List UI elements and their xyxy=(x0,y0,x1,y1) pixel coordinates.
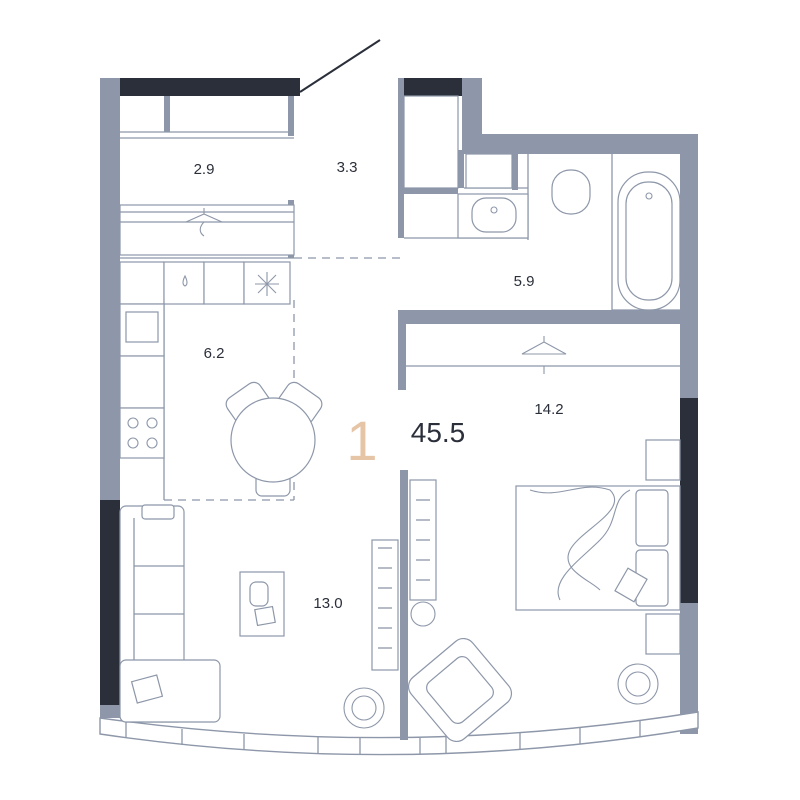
window-left xyxy=(100,500,120,705)
water-drop-icon xyxy=(182,274,188,287)
room-area-kitchen: 6.2 xyxy=(204,345,225,362)
interior-walls xyxy=(119,78,680,740)
tv-stand xyxy=(371,539,399,671)
room-count: 1 xyxy=(346,409,377,472)
armchair xyxy=(407,637,513,743)
curved-facade xyxy=(99,711,699,756)
room-area-storage: 2.9 xyxy=(194,161,215,178)
bookshelf xyxy=(409,479,437,627)
cooktop xyxy=(119,407,165,459)
room-area-hallway: 3.3 xyxy=(337,159,358,176)
room-area-bathroom: 5.9 xyxy=(514,273,535,290)
room-area-bedroom: 14.2 xyxy=(534,401,563,418)
bed xyxy=(515,439,681,655)
kitchen-cabinets xyxy=(119,261,291,459)
outer-walls xyxy=(99,78,699,756)
sofa xyxy=(119,504,221,723)
room-area-living: 13.0 xyxy=(313,595,342,612)
toilet xyxy=(551,169,591,215)
bathroom-fixtures xyxy=(403,95,681,311)
coffee-table xyxy=(239,571,285,637)
hanger-icon xyxy=(521,336,567,374)
plant-icon xyxy=(343,663,659,729)
entry-door xyxy=(299,39,381,93)
snowflake-icon xyxy=(255,272,279,296)
total-area: 45.5 xyxy=(411,417,466,448)
hanger-icon xyxy=(120,208,294,237)
dining-table xyxy=(225,381,323,497)
window-right xyxy=(680,398,698,603)
